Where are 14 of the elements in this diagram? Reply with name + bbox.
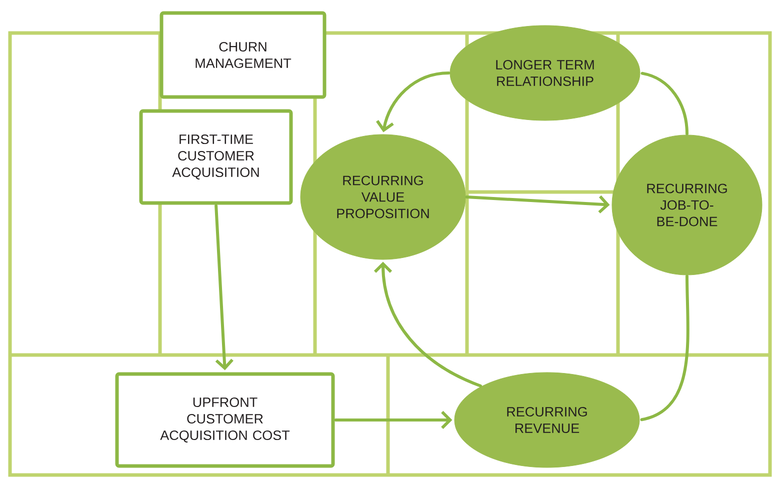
arrow (465, 195, 610, 214)
ellipse-node: LONGER TERM RELATIONSHIP (450, 25, 640, 121)
arrow (374, 262, 482, 388)
arrow (214, 204, 234, 370)
text-box: FIRST-TIME CUSTOMER ACQUISITION (139, 109, 293, 205)
ellipse-node: RECURRING REVENUE (454, 372, 640, 468)
text-box: UPFRONT CUSTOMER ACQUISITION COST (115, 372, 335, 468)
arrow (376, 72, 450, 132)
connector-line (640, 72, 688, 136)
connector-line (640, 274, 690, 422)
text-box: CHURN MANAGEMENT (160, 11, 326, 99)
arrow (334, 410, 452, 430)
ellipse-node: RECURRING VALUE PROPOSITION (300, 134, 466, 260)
ellipse-node: RECURRING JOB-TO-BE-DONE (612, 134, 762, 276)
